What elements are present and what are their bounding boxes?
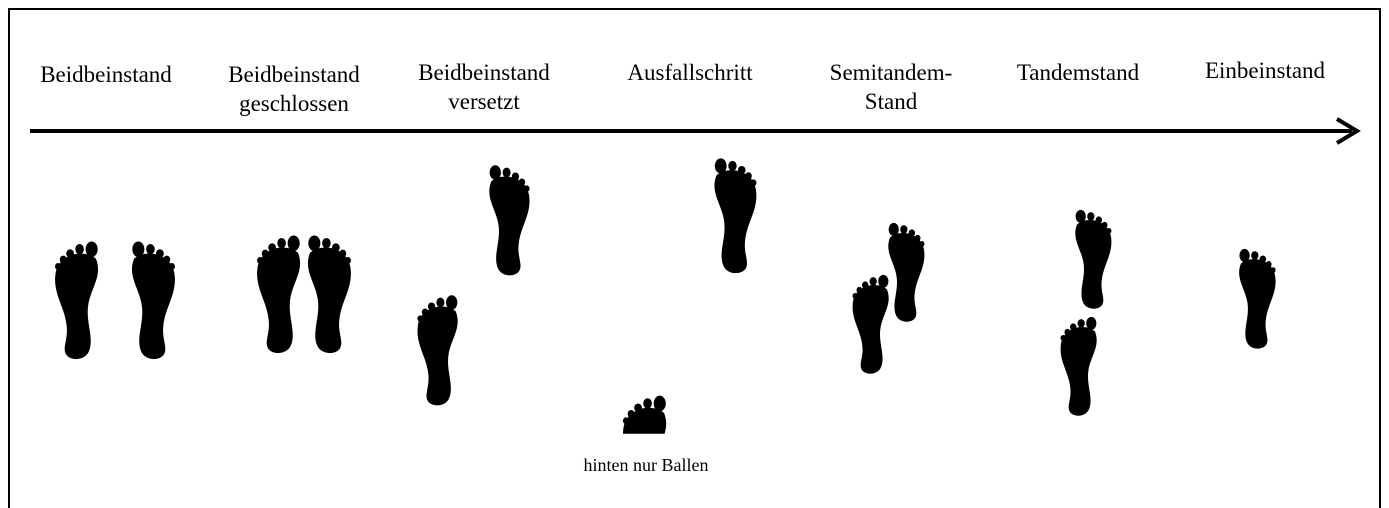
label-ausfallschritt: Ausfallschritt	[627, 60, 753, 85]
label-einbeinstand: Einbeinstand	[1204, 58, 1326, 83]
footprint-right-icon	[1075, 209, 1112, 309]
footprint-right-icon	[1239, 248, 1276, 349]
label-tandemstand: Tandemstand	[1016, 60, 1140, 85]
footprint-ball-icon	[619, 392, 671, 434]
label-beidbeinstand-versetzt: Beidbeinstand versetzt	[418, 60, 550, 114]
note-hinten-nur-ballen: hinten nur Ballen	[583, 455, 709, 475]
footprint-right-icon	[714, 158, 757, 274]
progression-arrow	[30, 117, 1361, 145]
figure-frame	[8, 8, 1381, 508]
footprint-right-icon	[307, 235, 351, 354]
label-semitandem-stand: Semitandem- Stand	[829, 60, 953, 114]
label-beidbeinstand-geschlossen: Beidbeinstand geschlossen	[228, 62, 360, 116]
footprint-right-icon	[131, 241, 175, 360]
footprint-right-icon	[888, 222, 925, 322]
label-beidbeinstand: Beidbeinstand	[40, 62, 172, 87]
footprint-right-icon	[489, 165, 530, 276]
footprint-left-icon	[46, 238, 108, 363]
footprint-left-icon	[1055, 314, 1103, 419]
footprint-left-icon	[412, 292, 464, 409]
